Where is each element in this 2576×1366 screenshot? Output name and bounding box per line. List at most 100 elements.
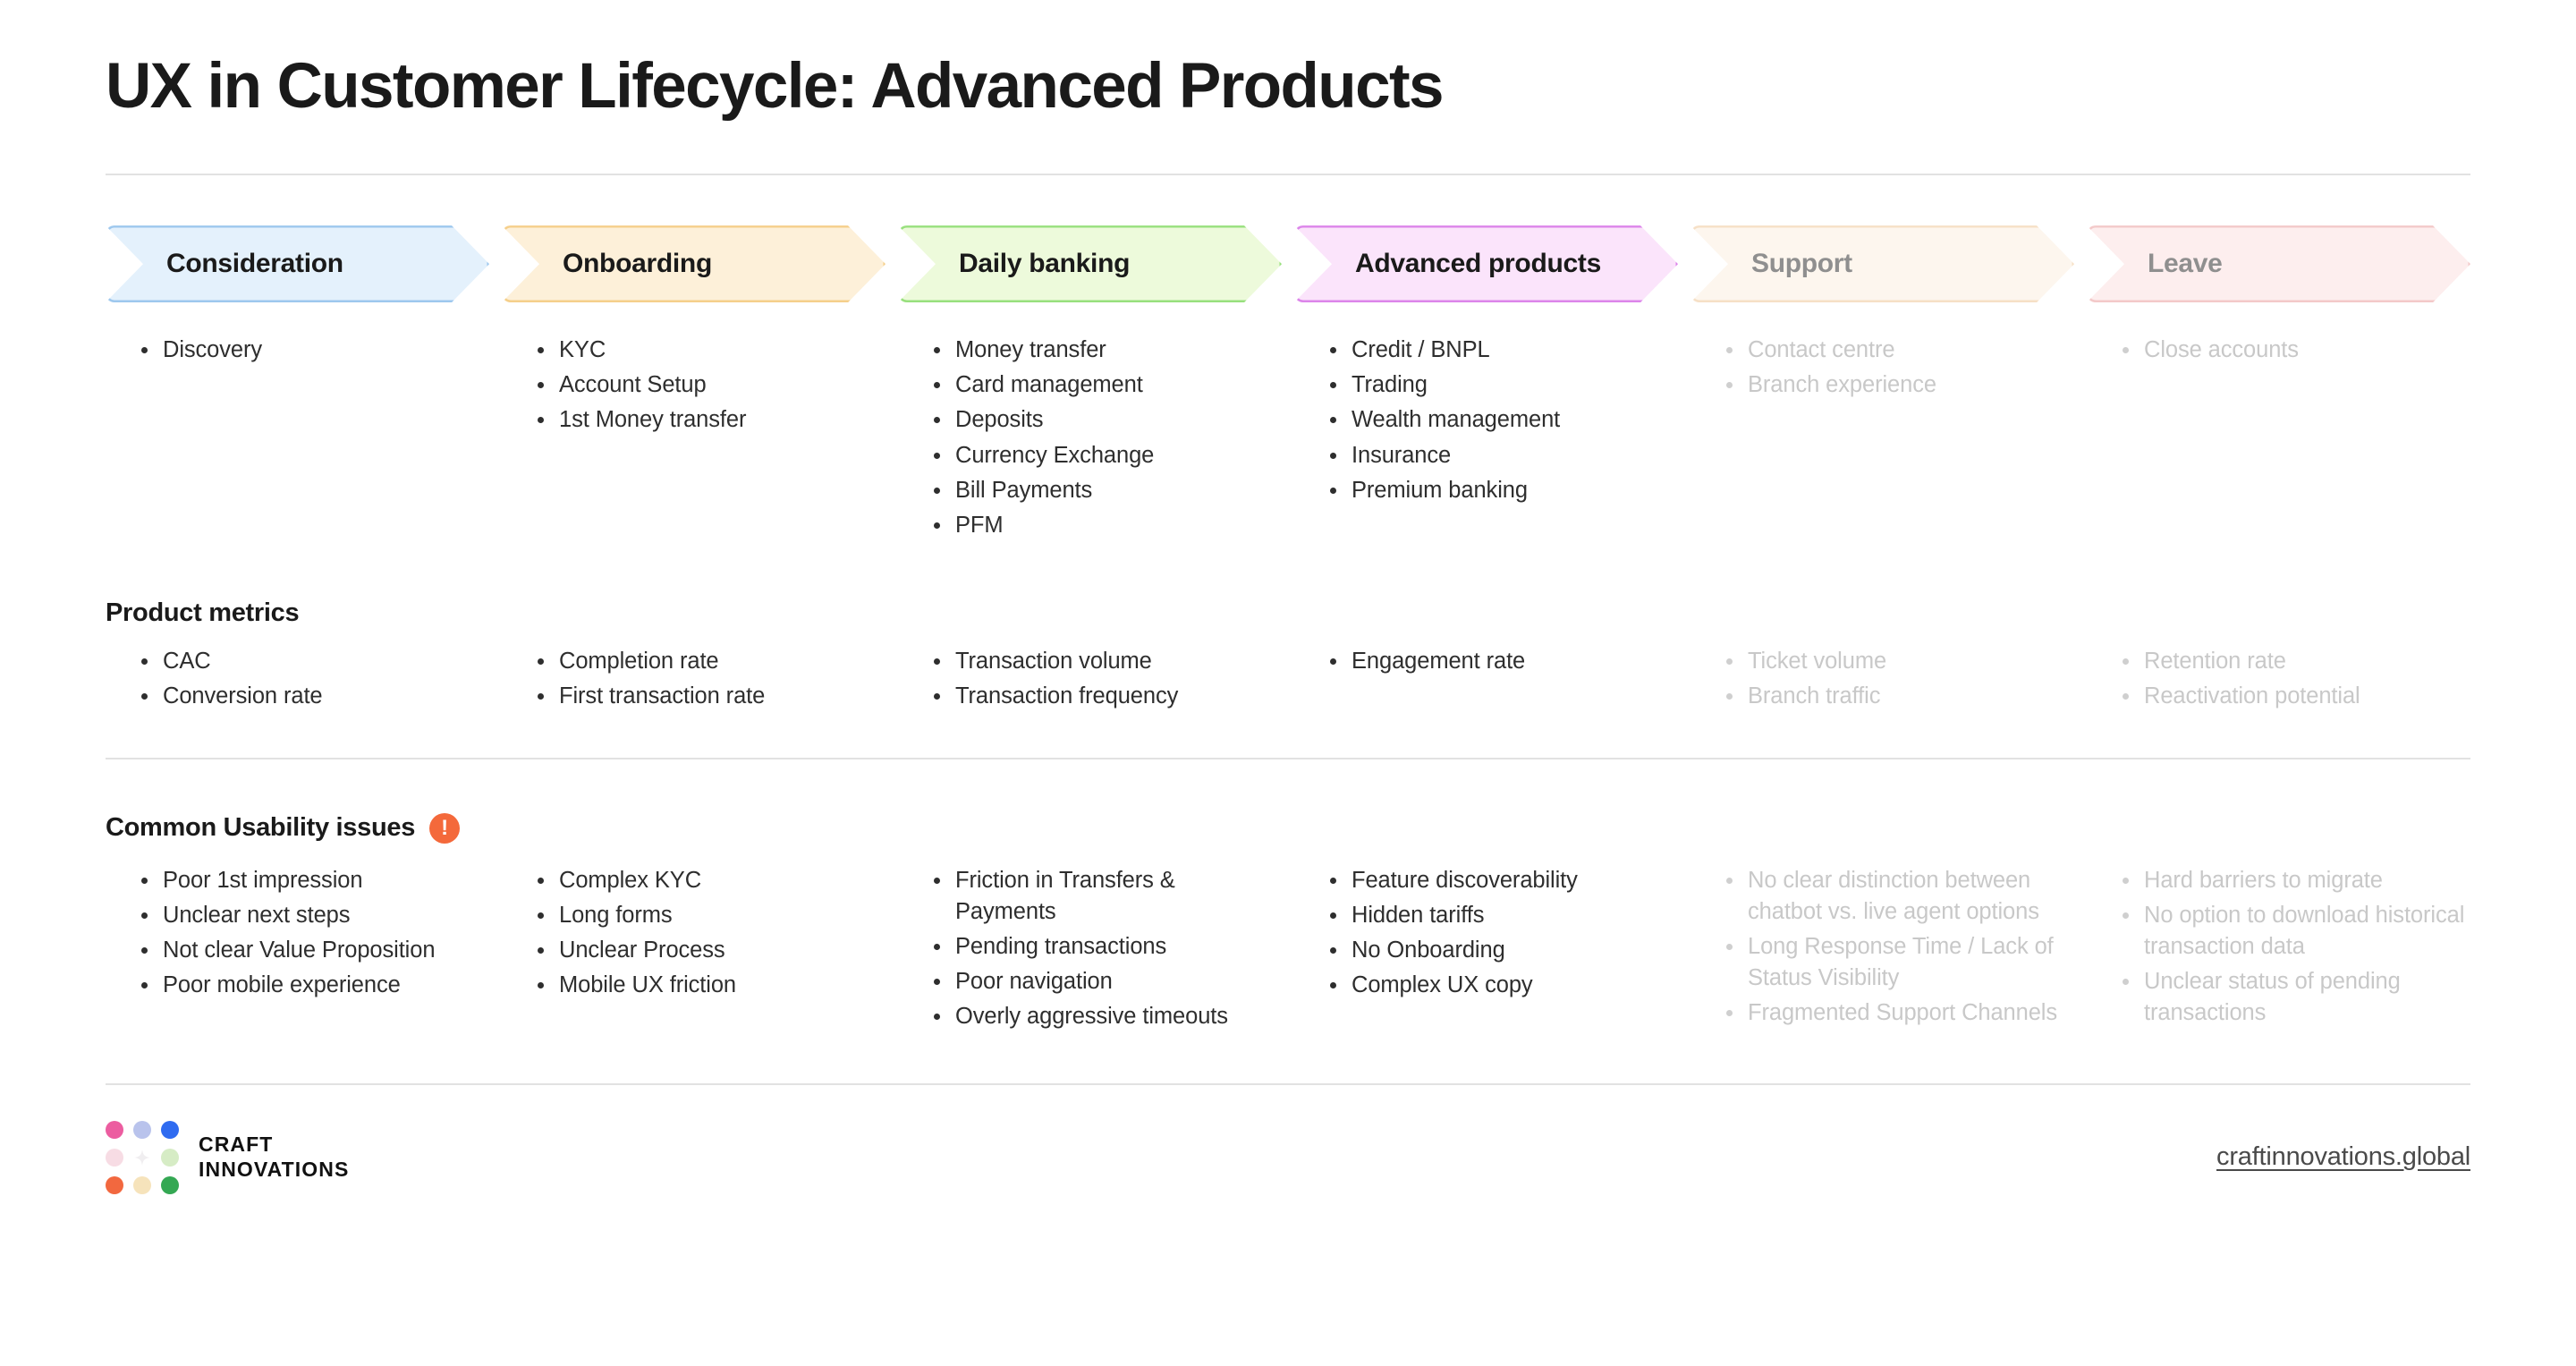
- divider-middle: [106, 757, 2470, 759]
- stage-label: Leave: [2148, 249, 2223, 279]
- logo-wordmark: CRAFT INNOVATIONS: [199, 1133, 349, 1181]
- list-item: Premium banking: [1328, 475, 1678, 506]
- stage-label: Daily banking: [959, 249, 1131, 279]
- stage-label: Onboarding: [563, 249, 712, 279]
- list-item: Hidden tariffs: [1328, 900, 1678, 931]
- logo-dot-3: [161, 1120, 179, 1139]
- journey-column-leave: Close accounts: [2087, 302, 2470, 545]
- stage-chevron-onboarding[interactable]: Onboarding: [502, 225, 886, 302]
- list-item: Transaction volume: [932, 646, 1282, 677]
- stage-banner-row: Consideration Onboarding Daily banking Adva…: [106, 225, 2470, 302]
- issues-list-support: No clear distinction between chatbot vs.…: [1690, 865, 2074, 1030]
- list-item: Conversion rate: [140, 681, 489, 712]
- list-item: Complex KYC: [536, 865, 886, 896]
- metrics-column-advanced-products: Engagement rate: [1294, 628, 1678, 716]
- list-item: 1st Money transfer: [536, 404, 886, 436]
- logo-dot-1: [106, 1120, 123, 1139]
- list-item: Friction in Transfers & Payments: [932, 865, 1282, 928]
- list-item: Contact centre: [1724, 335, 2074, 366]
- list-item: Not clear Value Proposition: [140, 935, 489, 966]
- stage-chevron-advanced-products[interactable]: Advanced products: [1294, 225, 1678, 302]
- stage-label: Consideration: [166, 249, 343, 279]
- logo-dot-9: [161, 1175, 179, 1194]
- list-item: Pending transactions: [932, 931, 1282, 963]
- stage-chevron-consideration[interactable]: Consideration: [106, 225, 489, 302]
- warning-icon: !: [429, 812, 461, 844]
- sparkle-icon: [133, 1149, 151, 1167]
- list-item: Money transfer: [932, 335, 1282, 366]
- logo-dot-8: [133, 1175, 151, 1194]
- page-title: UX in Customer Lifecycle: Advanced Produ…: [106, 51, 1445, 122]
- logo-word-line1: CRAFT: [199, 1133, 274, 1157]
- list-item: Completion rate: [536, 646, 886, 677]
- list-item: Currency Exchange: [932, 440, 1282, 471]
- list-item: Branch traffic: [1724, 681, 2074, 712]
- product-metrics-heading: Product metrics: [106, 598, 2470, 628]
- list-item: Reactivation potential: [2121, 681, 2470, 712]
- journey-list-leave: Close accounts: [2087, 335, 2470, 366]
- list-item: Complex UX copy: [1328, 970, 1678, 1001]
- logo-dot-grid: [106, 1120, 179, 1194]
- logo-dot-2: [133, 1120, 151, 1139]
- metrics-list-advanced-products: Engagement rate: [1294, 646, 1678, 677]
- list-item: Close accounts: [2121, 335, 2470, 366]
- logo-dot-4: [106, 1148, 123, 1167]
- stage-chevron-leave[interactable]: Leave: [2087, 225, 2470, 302]
- stage-chevron-support[interactable]: Support: [1690, 225, 2074, 302]
- divider-top: [106, 174, 2470, 176]
- issues-column-support: No clear distinction between chatbot vs.…: [1690, 844, 2074, 1037]
- list-item: Unclear next steps: [140, 900, 489, 931]
- list-item: Credit / BNPL: [1328, 335, 1678, 366]
- list-item: Trading: [1328, 369, 1678, 401]
- logo-word-line2: INNOVATIONS: [199, 1157, 350, 1181]
- product-metrics-label: Product metrics: [106, 598, 300, 628]
- list-item: Card management: [932, 369, 1282, 401]
- metrics-list-consideration: CAC Conversion rate: [106, 646, 489, 712]
- list-item: Unclear Process: [536, 935, 886, 966]
- list-item: Poor 1st impression: [140, 865, 489, 896]
- list-item: Engagement rate: [1328, 646, 1678, 677]
- list-item: Account Setup: [536, 369, 886, 401]
- journey-list-consideration: Discovery: [106, 335, 489, 366]
- list-item: KYC: [536, 335, 886, 366]
- stage-label: Support: [1751, 249, 1852, 279]
- list-item: Deposits: [932, 404, 1282, 436]
- list-item: Poor navigation: [932, 966, 1282, 997]
- divider-footer: [106, 1082, 2470, 1085]
- usability-issues-heading: Common Usability issues !: [106, 812, 2470, 844]
- list-item: CAC: [140, 646, 489, 677]
- list-item: Retention rate: [2121, 646, 2470, 677]
- website-link[interactable]: craftinnovations.global: [2216, 1142, 2470, 1172]
- stage-chevron-daily-banking[interactable]: Daily banking: [898, 225, 1282, 302]
- list-item: Mobile UX friction: [536, 970, 886, 1001]
- stage-label: Advanced products: [1355, 249, 1601, 279]
- list-item: No Onboarding: [1328, 935, 1678, 966]
- list-item: PFM: [932, 510, 1282, 541]
- metrics-column-consideration: CAC Conversion rate: [106, 628, 489, 716]
- list-item: Fragmented Support Channels: [1724, 997, 2074, 1029]
